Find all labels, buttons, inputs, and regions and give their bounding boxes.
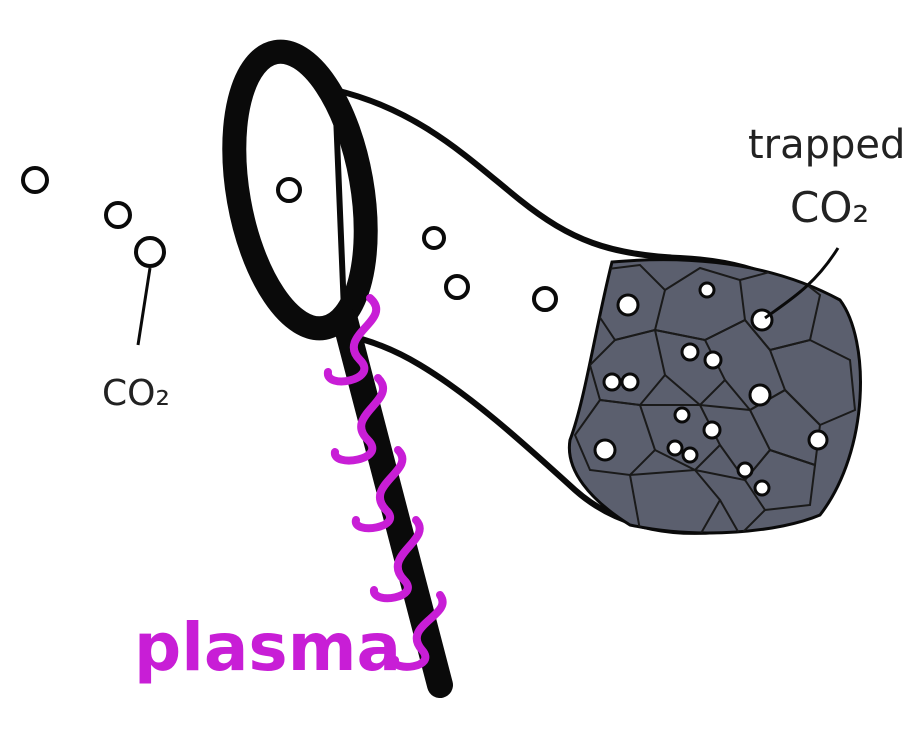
outside-bubble xyxy=(134,236,166,268)
trapped-leader-line xyxy=(764,247,840,320)
trapped-label-line2: CO₂ xyxy=(790,183,869,232)
outside-bubble xyxy=(104,201,132,229)
trapped-bubble xyxy=(620,372,640,392)
trapped-bubble xyxy=(748,383,772,407)
outside-bubble xyxy=(21,166,49,194)
trapped-bubble xyxy=(698,281,716,299)
free-co2-label: CO₂ xyxy=(102,373,170,414)
funnel-bubble xyxy=(422,226,446,250)
outside-co2-bubbles xyxy=(21,166,166,268)
net-mesh xyxy=(573,263,857,533)
plasma-label: plasma xyxy=(134,609,401,686)
loop-bubble xyxy=(276,177,302,203)
trapped-bubble xyxy=(616,293,640,317)
trapped-bubble xyxy=(750,308,774,332)
trapped-label-line1: trapped xyxy=(748,122,905,168)
trapped-bubble xyxy=(593,438,617,462)
funnel-co2-bubbles xyxy=(422,226,558,312)
trapped-region xyxy=(567,258,862,535)
trapped-bubble xyxy=(807,429,829,451)
funnel-bubble xyxy=(444,274,470,300)
trapped-bubble xyxy=(673,406,691,424)
trapped-bubble xyxy=(753,479,771,497)
trapped-bubble xyxy=(703,350,723,370)
trapped-bubble xyxy=(666,439,684,457)
trapped-bubble xyxy=(681,446,699,464)
trapped-bubble xyxy=(602,372,622,392)
net-loop-rim xyxy=(222,39,378,341)
co2-leader-line xyxy=(136,267,152,346)
funnel-bubble xyxy=(532,286,558,312)
trapped-bubble xyxy=(680,342,700,362)
plasma-squiggles xyxy=(324,294,447,671)
trapped-bubble xyxy=(736,461,754,479)
trapped-bubble xyxy=(702,420,722,440)
